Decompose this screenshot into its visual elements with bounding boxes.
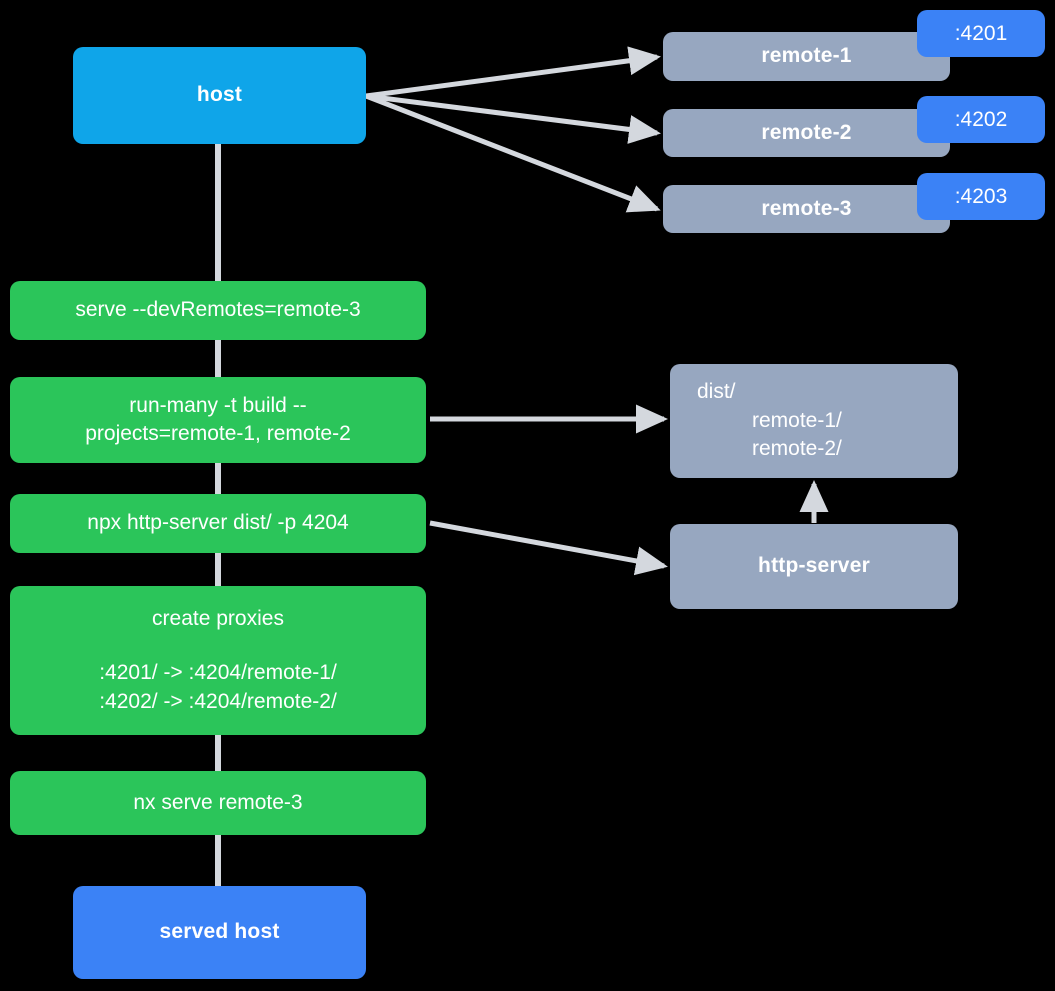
node-served-host[interactable]: served host — [73, 886, 366, 979]
command-run-many-build-line-2: projects=remote-1, remote-2 — [85, 422, 351, 445]
node-served-host-label: served host — [159, 920, 280, 944]
command-serve-dev-remotes-line-1: serve --devRemotes=remote-3 — [75, 298, 361, 322]
command-run-many-build-line-1: run-many -t build -- — [129, 393, 307, 417]
connector-proxies-to-nxserve — [215, 733, 221, 771]
node-remote-3[interactable]: remote-3 — [663, 185, 950, 233]
arrow-host-to-remote-2 — [365, 93, 661, 144]
node-dist-folder-body: dist/ remote-1/ remote-2/ — [670, 378, 958, 463]
connector-host-to-serve — [215, 143, 221, 283]
node-remote-1-label: remote-1 — [761, 44, 852, 68]
command-serve-dev-remotes[interactable]: serve --devRemotes=remote-3 — [10, 281, 426, 340]
port-badge-remote-3-label: :4203 — [954, 184, 1008, 208]
node-http-server[interactable]: http-server — [670, 524, 958, 609]
connector-nxserve-to-servedhost — [215, 834, 221, 887]
node-dist-root-label: dist/ — [697, 380, 736, 404]
port-badge-remote-3[interactable]: :4203 — [917, 173, 1045, 220]
arrow-host-to-remote-1 — [365, 46, 661, 99]
port-badge-remote-1[interactable]: :4201 — [917, 10, 1045, 57]
arrow-npx-to-http-server — [429, 520, 668, 576]
command-run-many-build[interactable]: run-many -t build -- projects=remote-1, … — [10, 377, 426, 463]
connector-npx-to-proxies — [215, 552, 221, 589]
node-remote-3-label: remote-3 — [761, 196, 852, 220]
port-badge-remote-2-label: :4202 — [954, 107, 1008, 131]
node-dist-folder[interactable]: dist/ remote-1/ remote-2/ — [670, 364, 958, 478]
command-create-proxies-line-2: :4202/ -> :4204/remote-2/ — [99, 689, 337, 713]
node-remote-2-label: remote-2 — [761, 120, 852, 144]
command-create-proxies[interactable]: create proxies :4201/ -> :4204/remote-1/… — [10, 586, 426, 735]
command-npx-http-server[interactable]: npx http-server dist/ -p 4204 — [10, 494, 426, 553]
connector-serve-to-runmany — [215, 338, 221, 380]
node-host-label: host — [196, 83, 243, 107]
command-nx-serve-remote-3[interactable]: nx serve remote-3 — [10, 771, 426, 835]
command-create-proxies-line-1: :4201/ -> :4204/remote-1/ — [99, 661, 337, 685]
node-host[interactable]: host — [73, 47, 366, 144]
node-remote-1[interactable]: remote-1 — [663, 32, 950, 81]
command-create-proxies-title: create proxies — [152, 606, 284, 630]
command-npx-http-server-line-1: npx http-server dist/ -p 4204 — [87, 511, 349, 535]
node-dist-child-2-label: remote-2/ — [752, 437, 842, 461]
node-dist-child-1-label: remote-1/ — [752, 408, 842, 432]
connector-runmany-to-npx — [215, 461, 221, 497]
node-http-server-label: http-server — [758, 554, 870, 578]
arrow-host-to-remote-3 — [365, 93, 661, 213]
command-nx-serve-remote-3-line-1: nx serve remote-3 — [133, 790, 303, 814]
port-badge-remote-1-label: :4201 — [954, 21, 1008, 45]
port-badge-remote-2[interactable]: :4202 — [917, 96, 1045, 143]
node-remote-2[interactable]: remote-2 — [663, 109, 950, 157]
